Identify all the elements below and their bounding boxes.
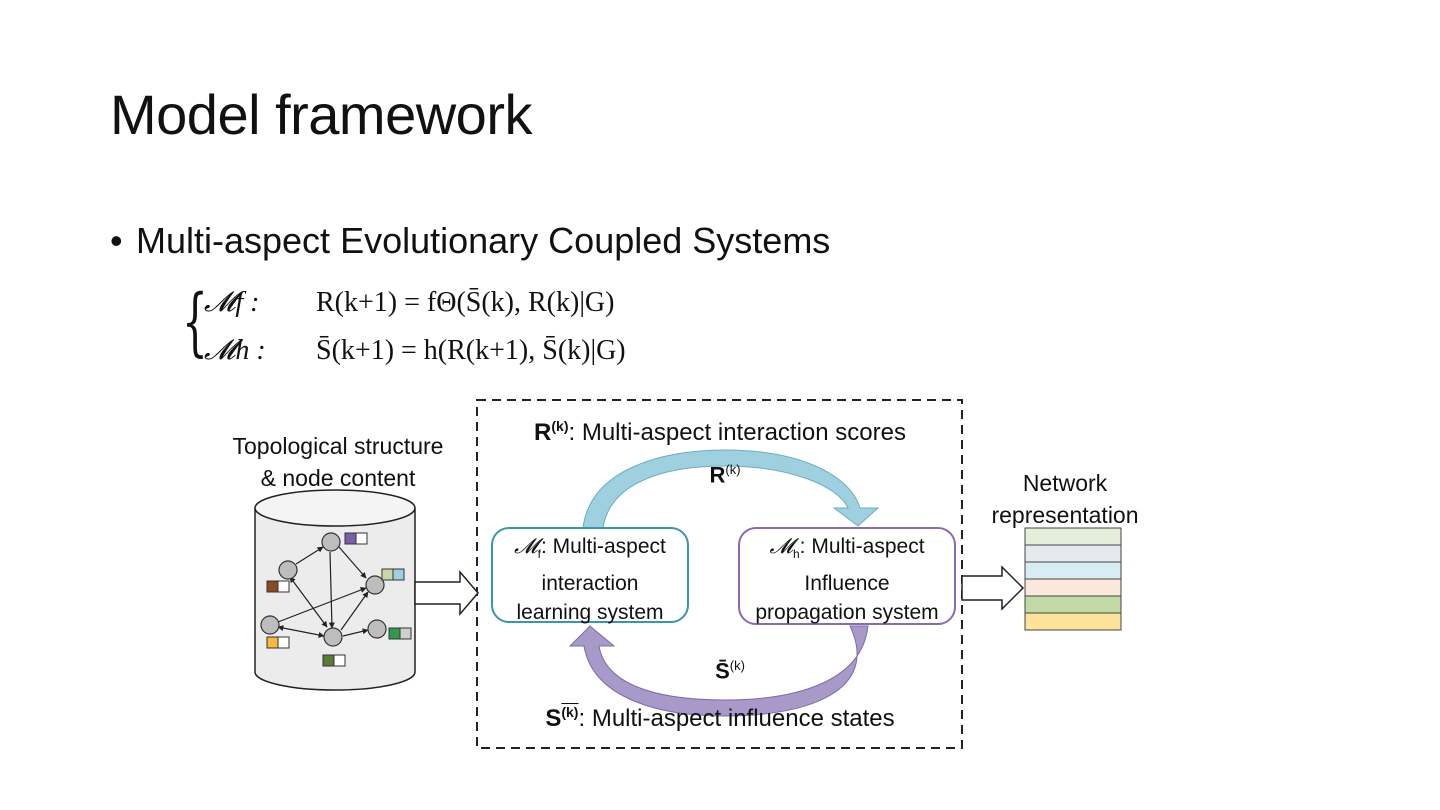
mh-system-box: 𝓜h: Multi-aspect Influence propagation s… bbox=[738, 527, 956, 625]
mh-box-line1-text: : Multi-aspect bbox=[799, 535, 925, 558]
bullet-item: • Multi-aspect Evolutionary Coupled Syste… bbox=[110, 220, 830, 262]
s-symbol: S bbox=[545, 705, 562, 732]
input-arrow bbox=[414, 569, 479, 617]
graph-node bbox=[278, 560, 298, 580]
influence-states-text: : Multi-aspect influence states bbox=[578, 705, 895, 732]
s-superscript: (k) bbox=[561, 704, 579, 720]
mf-system-box: 𝓜f: Multi-aspect interaction learning sy… bbox=[491, 527, 689, 624]
equation-mf-label: 𝓜f : bbox=[204, 287, 260, 318]
mh-symbol: 𝓜 bbox=[769, 535, 793, 558]
output-label-line2: representation bbox=[991, 502, 1139, 528]
arrow-bottom-symbol: S̄ bbox=[715, 658, 730, 684]
input-label: Topological structure & node content bbox=[215, 430, 461, 494]
influence-states-label: S(k): Multi-aspect influence states bbox=[500, 704, 940, 733]
coupled-system-frame bbox=[476, 399, 963, 749]
bullet-text: Multi-aspect Evolutionary Coupled System… bbox=[136, 220, 831, 261]
equation-mh-rhs: S̄(k+1) = h(R(k+1), S̄(k)|G) bbox=[316, 335, 626, 366]
output-arrow bbox=[961, 565, 1025, 611]
r-symbol: R bbox=[534, 419, 552, 446]
graph-node bbox=[321, 532, 341, 552]
mf-box-line1: 𝓜f: Multi-aspect bbox=[493, 532, 687, 569]
equation-mf-rhs: R(k+1) = fΘ(S̄(k), R(k)|G) bbox=[316, 287, 615, 318]
equation-mh-label: 𝓜h : bbox=[204, 335, 266, 366]
input-label-line1: Topological structure bbox=[232, 433, 444, 459]
mf-symbol: 𝓜 bbox=[514, 535, 538, 558]
mh-box-line3: propagation system bbox=[755, 601, 939, 625]
input-label-line2: & node content bbox=[260, 465, 416, 491]
graph-database-cylinder bbox=[254, 489, 416, 691]
output-label: Network representation bbox=[975, 467, 1155, 531]
network-representation-stack bbox=[1024, 527, 1122, 631]
equation-mh: 𝓜h : S̄(k+1) = h(R(k+1), S̄(k)|G) bbox=[204, 335, 626, 367]
mf-subscript: f bbox=[537, 547, 541, 562]
graph-node bbox=[260, 615, 280, 635]
equation-mf: 𝓜f : R(k+1) = fΘ(S̄(k), R(k)|G) bbox=[204, 287, 614, 319]
r-superscript: (k) bbox=[551, 418, 569, 434]
mf-box-line2: interaction bbox=[541, 572, 639, 596]
graph-node bbox=[323, 627, 343, 647]
mf-box-line1-text: : Multi-aspect bbox=[541, 535, 666, 558]
interaction-scores-label: R(k): Multi-aspect interaction scores bbox=[500, 418, 940, 447]
output-label-line1: Network bbox=[1022, 470, 1108, 496]
influence-states-arrow bbox=[568, 625, 869, 717]
interaction-scores-arrow bbox=[582, 449, 880, 529]
graph-edges bbox=[277, 546, 369, 638]
graph-nodes bbox=[260, 532, 387, 647]
bullet-dot: • bbox=[110, 220, 123, 261]
arrow-top-symbol: R bbox=[709, 462, 726, 488]
mh-subscript: h bbox=[792, 547, 800, 562]
graph-node bbox=[367, 619, 387, 639]
arrow-top-label: R(k) bbox=[700, 462, 750, 488]
arrow-top-superscript: (k) bbox=[725, 462, 741, 477]
slide-title: Model framework bbox=[110, 83, 532, 146]
interaction-scores-text: : Multi-aspect interaction scores bbox=[568, 419, 906, 446]
node-attribute-tags bbox=[266, 532, 412, 667]
arrow-bottom-superscript: (k) bbox=[729, 658, 745, 673]
mh-box-line1: 𝓜h: Multi-aspect bbox=[740, 532, 954, 569]
mf-box-line3: learning system bbox=[516, 601, 664, 625]
mh-box-line2: Influence bbox=[804, 572, 890, 596]
equation-brace: { bbox=[182, 279, 208, 365]
arrow-bottom-label: S̄(k) bbox=[700, 658, 760, 684]
graph-node bbox=[365, 575, 385, 595]
